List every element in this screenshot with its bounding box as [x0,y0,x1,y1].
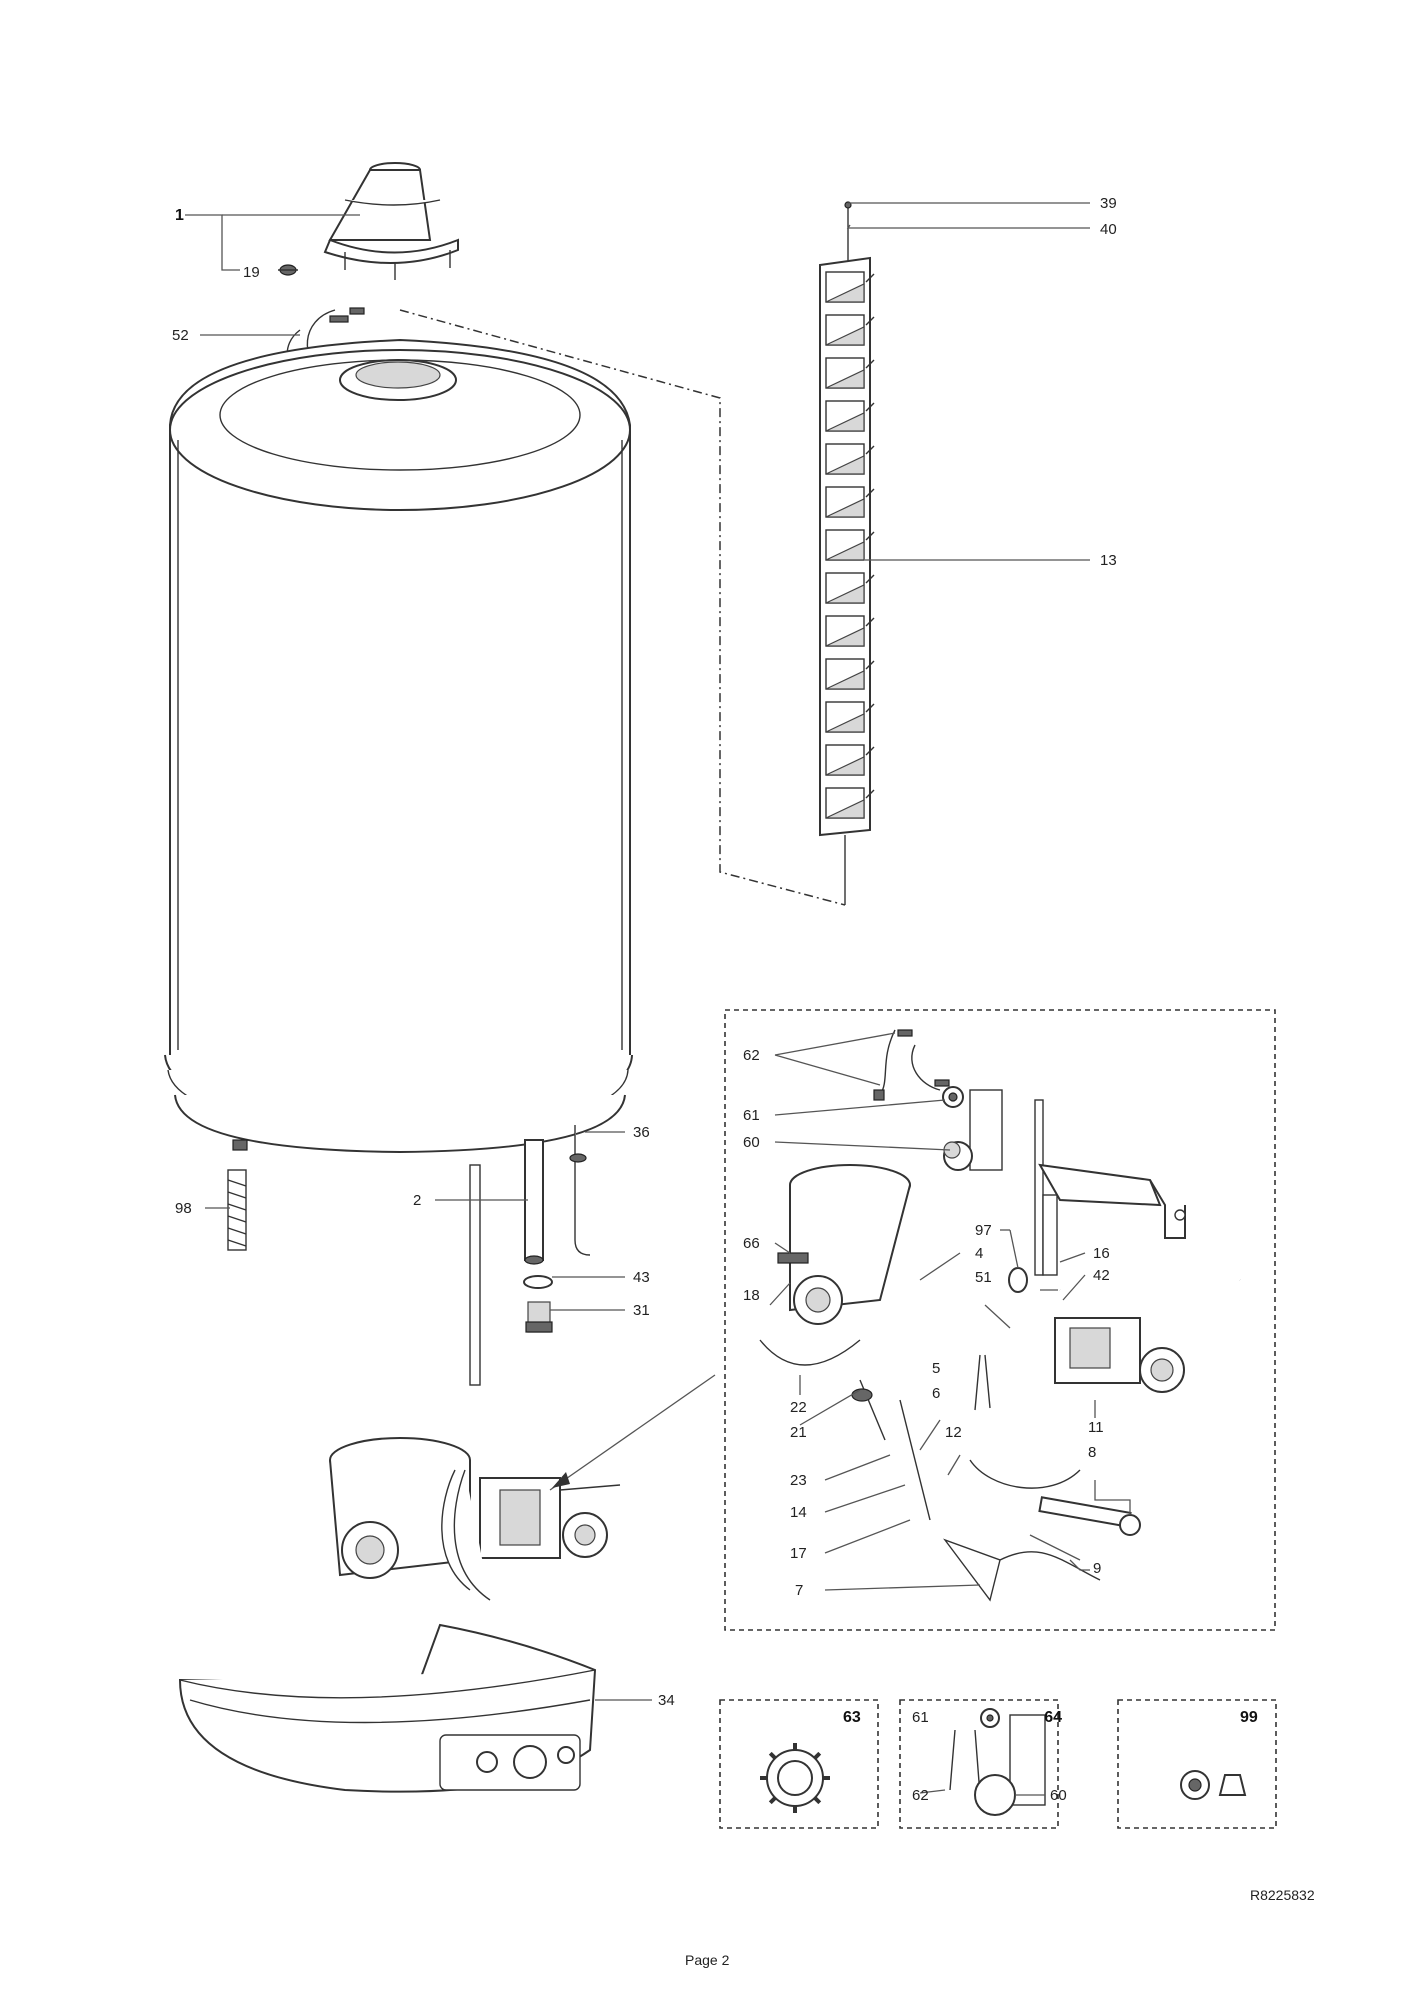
kit-label-64: 64 [1044,1709,1062,1726]
detail-label-4: 4 [975,1245,983,1262]
leader-lines [185,202,1131,1796]
label-40: 40 [1100,221,1117,238]
detail-label-7: 7 [795,1582,803,1599]
label-98: 98 [175,1200,192,1217]
detail-part-62-wires [873,1029,950,1101]
detail-part-16-thermocouple [1034,1099,1058,1276]
part-13-baffle-strip [819,201,875,905]
detail-label-6: 6 [932,1385,940,1402]
detail-label-66: 66 [743,1235,760,1252]
label-34: 34 [658,1692,675,1709]
drawing-reference: R8225832 [1250,1887,1315,1903]
label-31: 31 [633,1302,650,1319]
page-number: Page 2 [685,1952,730,1968]
part-43-o-ring [523,1275,553,1289]
detail-label-17: 17 [790,1545,807,1562]
label-1: 1 [175,207,184,224]
detail-label-16: 16 [1093,1245,1110,1262]
flue-hood [323,162,459,280]
kit-64-label-60: 60 [1050,1787,1067,1804]
detail-label-62: 62 [743,1047,760,1064]
detail-part-97-o-ring [1008,1267,1028,1293]
kit-box-99 [1117,1699,1277,1829]
detail-part-66-burner-housing [759,1164,911,1366]
detail-arrow [549,1374,716,1491]
detail-part-42-gas-pipe [1059,1271,1242,1316]
detail-part-61-nut [942,1086,1003,1171]
detail-label-97: 97 [975,1222,992,1239]
detail-label-60: 60 [743,1134,760,1151]
part-34-combustion-pan [178,1623,597,1793]
part-2-anode-rod [524,1139,544,1265]
detail-part-60-switch [943,1141,973,1171]
detail-label-12: 12 [945,1424,962,1441]
kit-64-label-61: 61 [912,1709,929,1726]
label-19: 19 [243,264,260,281]
label-39: 39 [1100,195,1117,212]
kit-box-64 [899,1699,1059,1829]
kit-99-fittings [1180,1770,1247,1800]
detail-label-51: 51 [975,1269,992,1286]
detail-label-42: 42 [1093,1267,1110,1284]
detail-part-11-gas-valve [1054,1317,1185,1393]
detail-part-12-wire [969,1459,1081,1489]
label-52: 52 [172,327,189,344]
detail-label-8: 8 [1088,1444,1096,1461]
part-31-fitting [525,1301,553,1333]
detail-label-61: 61 [743,1107,760,1124]
label-36: 36 [633,1124,650,1141]
kit-label-99: 99 [1240,1709,1258,1726]
detail-arrowhead [552,1472,570,1488]
part-19-screw [278,264,298,276]
kit-64-switch [949,1708,1046,1816]
detail-label-18: 18 [743,1287,760,1304]
detail-part-5-clip [974,1354,991,1411]
detail-label-9: 9 [1093,1560,1101,1577]
detail-label-22: 22 [790,1399,807,1416]
detail-label-21: 21 [790,1424,807,1441]
detail-label-11: 11 [1088,1419,1104,1436]
connection-line [399,309,846,906]
label-13: 13 [1100,552,1117,569]
part-98-spring [227,1169,247,1251]
burner-assembly [329,1164,621,1601]
label-2: 2 [413,1192,421,1209]
detail-box [724,1009,1276,1631]
part-labels: 1 19 52 39 40 13 36 98 2 43 31 34 62 61 … [172,195,1258,1804]
detail-label-5: 5 [932,1360,940,1377]
kit-63-gasket [760,1743,830,1813]
detail-part-8-connector [1038,1496,1141,1536]
detail-label-14: 14 [790,1504,807,1521]
kit-box-63 [719,1699,879,1829]
kit-label-63: 63 [843,1709,861,1726]
detail-label-23: 23 [790,1472,807,1489]
part-36-pipe [569,1125,591,1256]
kit-64-label-62: 62 [912,1787,929,1804]
label-43: 43 [633,1269,650,1286]
detail-part-7-pilot-loop [943,1538,1101,1602]
detail-part-bracket [1038,1163,1186,1239]
water-heater-tank [164,338,633,1154]
